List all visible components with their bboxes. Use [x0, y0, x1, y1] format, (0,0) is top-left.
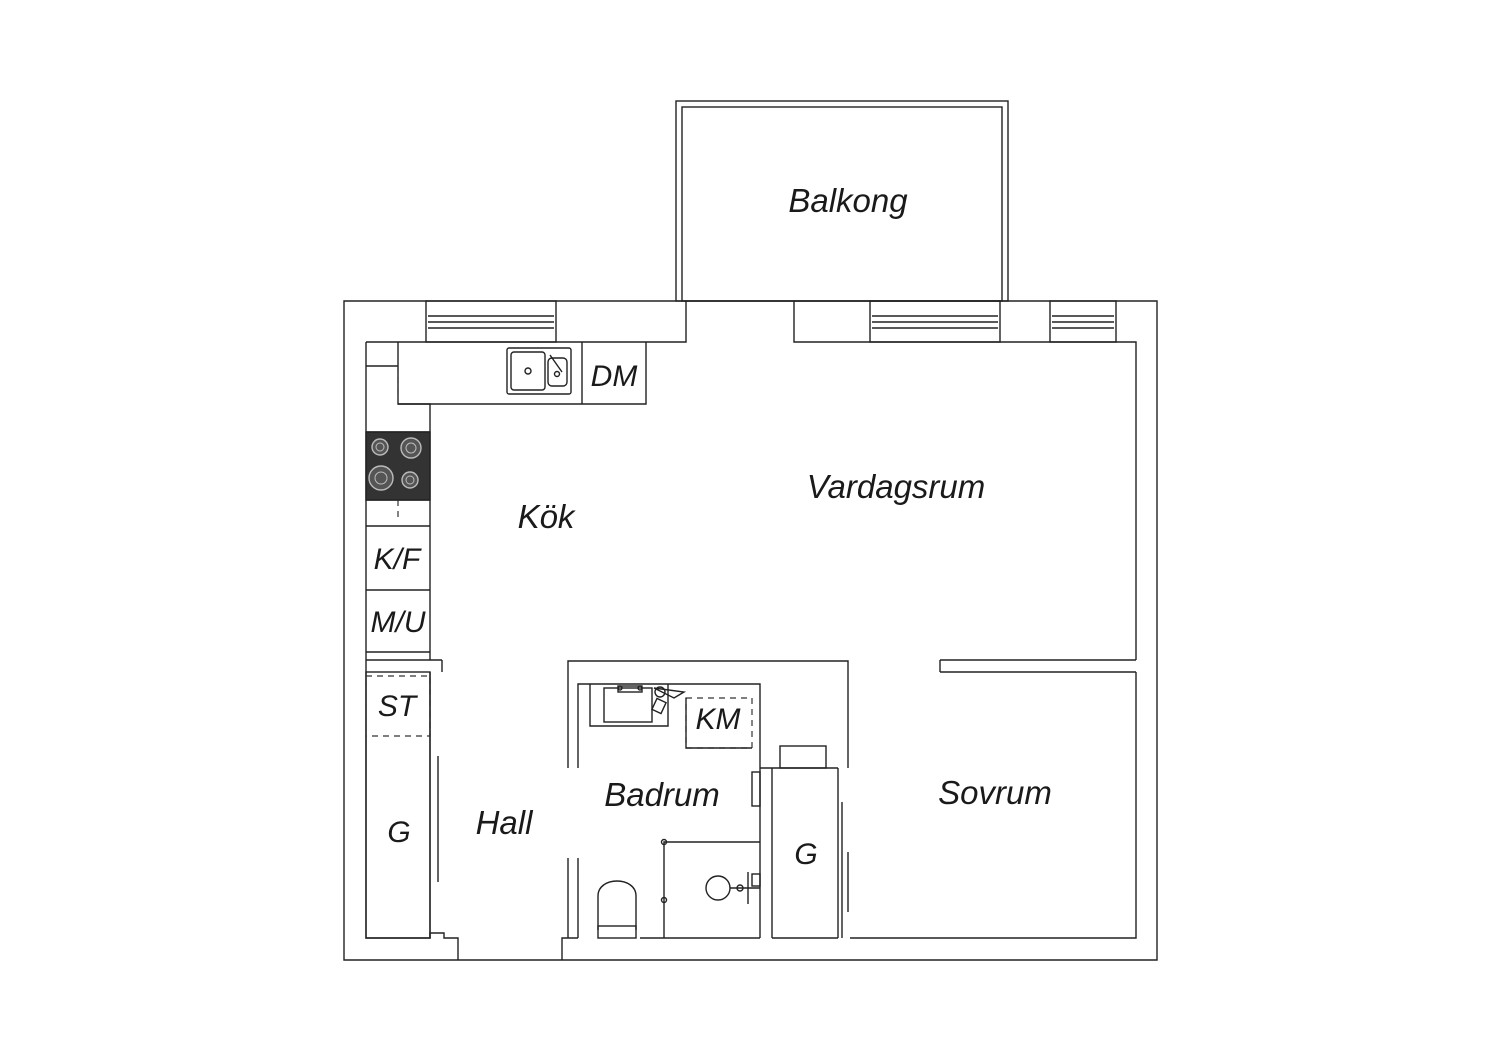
fixture-label-wardrobe-hall: G — [387, 816, 410, 849]
room-label-vardagsrum: Vardagsrum — [807, 468, 986, 505]
hall-storage — [365, 660, 443, 939]
room-label-hall: Hall — [476, 804, 535, 841]
fixture-label-washing-machine: KM — [696, 703, 741, 736]
outer-walls — [343, 300, 1158, 961]
stove-icon — [365, 431, 431, 501]
fixture-label-wardrobe-bedroom: G — [794, 838, 817, 871]
toilet-icon — [597, 880, 637, 939]
fixture-label-storage: ST — [378, 690, 419, 723]
bedroom-walls — [779, 659, 1136, 938]
bathroom-door — [751, 771, 761, 807]
windows — [425, 300, 1117, 343]
fixture-label-dishwasher: DM — [591, 360, 638, 393]
room-label-kok: Kök — [518, 498, 576, 535]
window-living-2 — [1049, 300, 1117, 343]
window-living-1 — [869, 300, 1001, 343]
room-label-sovrum: Sovrum — [938, 774, 1052, 811]
room-label-balkong: Balkong — [788, 182, 908, 219]
fixture-labels: DM K/F M/U ST KM G G — [371, 360, 818, 871]
shower-icon — [660, 838, 761, 938]
window-kitchen — [425, 300, 557, 343]
fixture-label-microwave-oven: M/U — [371, 606, 426, 639]
washbasin-faucet-icon — [617, 685, 687, 715]
fixture-label-fridge-freezer: K/F — [374, 543, 422, 576]
sink-icon — [506, 347, 572, 395]
room-label-badrum: Badrum — [604, 776, 720, 813]
room-labels: Balkong Kök Vardagsrum Hall Badrum Sovru… — [476, 182, 1052, 841]
bathroom-cabinet — [589, 684, 753, 749]
